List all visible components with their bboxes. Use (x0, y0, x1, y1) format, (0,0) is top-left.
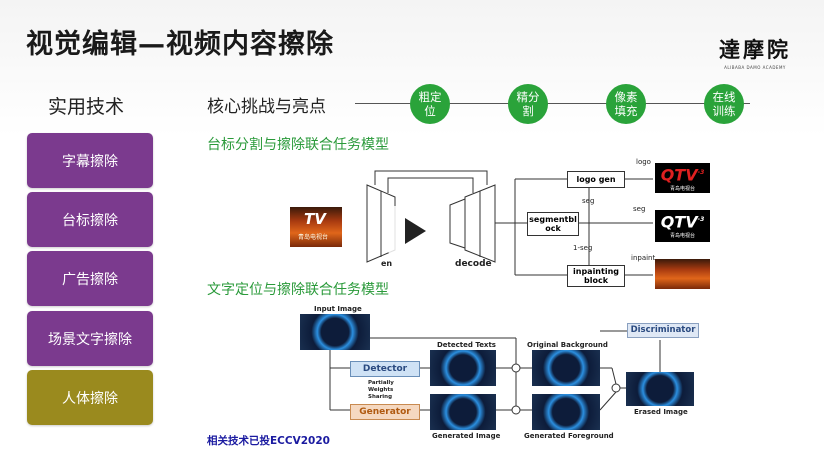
detected-texts-label: Detected Texts (437, 341, 496, 349)
edge-1seg-label: 1-seg (573, 244, 593, 252)
highlight-online-training: 在线训练 (704, 84, 744, 124)
input-image (300, 314, 370, 350)
tech-item-label: 字幕擦除 (62, 153, 118, 170)
page-title: 视觉编辑—视频内容擦除 (26, 29, 334, 60)
highlights-title: 核心挑战与亮点 (207, 97, 326, 117)
tech-item-scene-text-erase[interactable]: 场景文字擦除 (27, 311, 153, 366)
tech-item-label: 广告擦除 (62, 271, 118, 288)
detected-texts-image (430, 350, 496, 386)
logo-gen-block: logo gen (567, 171, 625, 188)
section2-title: 文字定位与擦除联合任务模型 (207, 282, 389, 298)
logo-mark: 達摩院 (719, 37, 791, 62)
logo-subtext: ALIBABA DAMO ACADEMY (724, 65, 786, 70)
input-image-label: Input Image (314, 305, 362, 313)
output-seg-label: seg (633, 205, 646, 213)
original-background-image (532, 350, 600, 386)
tech-item-label: 人体擦除 (62, 390, 118, 407)
edge-seg-label: seg (582, 197, 595, 205)
generated-image-label: Generated Image (432, 432, 501, 440)
play-icon[interactable] (388, 206, 438, 256)
original-background-label: Original Background (527, 341, 608, 349)
encoder-label: en (381, 259, 393, 268)
generated-foreground-image (532, 394, 600, 430)
detector-block: Detector (350, 361, 420, 377)
erased-image (626, 372, 694, 406)
highlights-line (355, 103, 750, 104)
output-inpaint-label: inpaint (631, 254, 656, 262)
generated-foreground-label: Generated Foreground (524, 432, 614, 440)
erased-image-label: Erased Image (634, 408, 688, 416)
highlight-pixel-fill: 像素填充 (606, 84, 646, 124)
discriminator-block: Discriminator (627, 323, 699, 338)
generator-block: Generator (350, 404, 420, 420)
highlight-fine-segment: 精分割 (508, 84, 548, 124)
damo-academy-logo: 達摩院 ALIBABA DAMO ACADEMY (710, 34, 800, 70)
tech-item-subtitle-erase[interactable]: 字幕擦除 (27, 133, 153, 188)
footer-note: 相关技术已投ECCV2020 (207, 435, 330, 447)
tech-item-label: 台标擦除 (62, 212, 118, 229)
output-seg-image: QTV-3 青岛电视台 (655, 210, 710, 242)
tech-item-ad-erase[interactable]: 广告擦除 (27, 251, 153, 306)
tech-item-logo-erase[interactable]: 台标擦除 (27, 192, 153, 247)
section1-title: 台标分割与擦除联合任务模型 (207, 137, 389, 153)
output-logo-image: QTV-3 青岛电视台 (655, 163, 710, 193)
decoder-label: decode (455, 259, 492, 269)
sidebar-title: 实用技术 (48, 96, 125, 118)
generated-image (430, 394, 496, 430)
input-logo-frame: TV 青岛电视台 (290, 207, 342, 247)
highlight-coarse-locate: 粗定位 (410, 84, 450, 124)
logo-seg-network-diagram (366, 170, 653, 276)
output-logo-label: logo (636, 158, 651, 166)
output-inpaint-image (655, 259, 710, 289)
tech-item-human-erase[interactable]: 人体擦除 (27, 370, 153, 425)
tech-item-label: 场景文字擦除 (48, 331, 132, 348)
